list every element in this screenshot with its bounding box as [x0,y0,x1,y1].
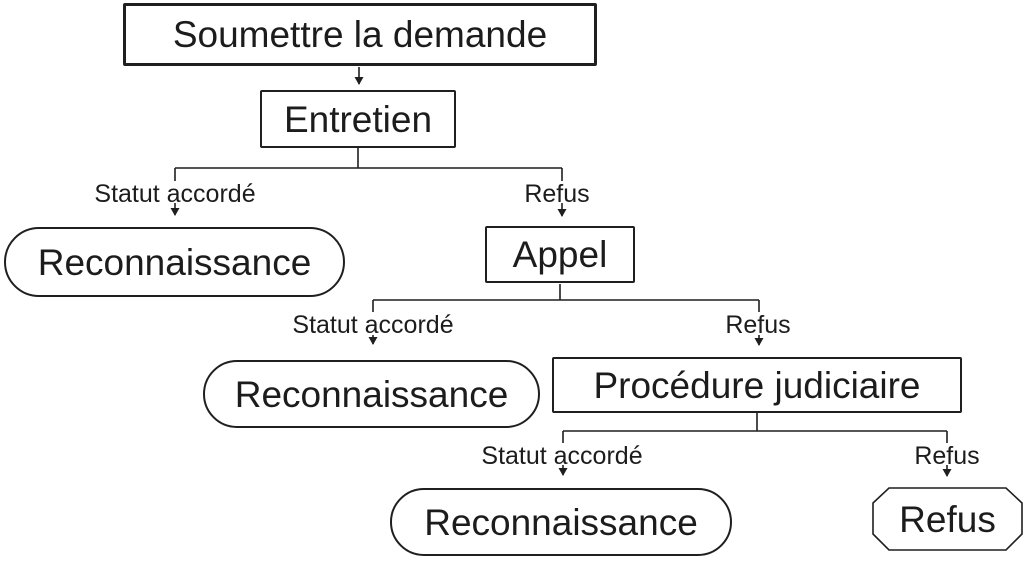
edge-label-refus-3: Refus [914,441,980,470]
node-submit-application: Soumettre la demande [123,3,597,66]
node-recognition-1: Reconnaissance [4,227,345,297]
edge-label-statut-accorde-1: Statut accordé [94,179,256,208]
node-judicial-procedure: Procédure judiciaire [552,357,962,413]
edge-label-statut-accorde-3: Statut accordé [481,441,643,470]
edge-label-refus-1: Refus [524,179,590,208]
node-recognition-3: Reconnaissance [390,488,732,556]
node-final-refusal: Refus [899,498,996,540]
edge-label-statut-accorde-2: Statut accordé [292,310,454,339]
edge-label-refus-2: Refus [725,310,791,339]
node-recognition-2: Reconnaissance [203,360,540,428]
node-appeal: Appel [485,226,635,283]
node-interview: Entretien [260,90,456,148]
